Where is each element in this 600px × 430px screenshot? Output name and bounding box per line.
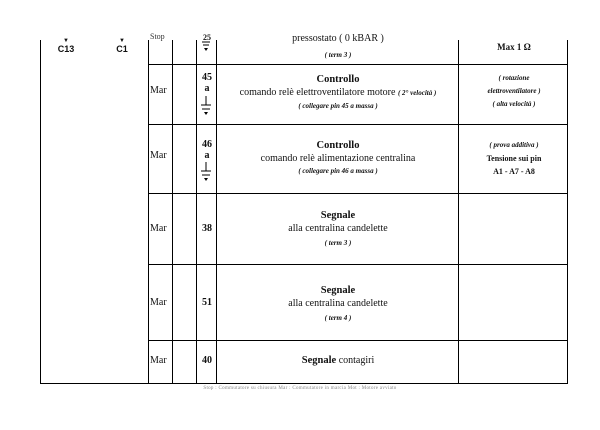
connector-label: C1 xyxy=(116,44,128,54)
value-line: ( alta velocità ) xyxy=(492,100,536,108)
pin-suffix: a xyxy=(204,150,210,161)
value-line: ( rotazione xyxy=(498,74,530,82)
mar-cell: Stop xyxy=(150,32,165,41)
connector-label: C13 xyxy=(57,44,75,54)
description: alla centralina candelette xyxy=(288,298,388,309)
ground-icon xyxy=(201,162,211,181)
pin-cell: 40 xyxy=(202,355,212,366)
table-border-col2 xyxy=(172,40,173,384)
description-suffix: ( 2° velocità ) xyxy=(397,89,437,97)
title: Controllo xyxy=(316,140,360,151)
value-cell: ( prova additiva ) Tensione sui pin A1 -… xyxy=(460,139,568,178)
description: comando relè elettroventilatore motore (… xyxy=(218,86,458,100)
value-line: A1 - A7 - A8 xyxy=(493,167,535,176)
note: ( term 3 ) xyxy=(324,239,352,247)
ground-icon xyxy=(202,41,210,51)
title: Segnale xyxy=(320,285,356,296)
row-divider xyxy=(148,340,568,341)
connector-arrow-icon: ▼ xyxy=(119,38,125,44)
table-border-right xyxy=(567,40,568,384)
row-divider xyxy=(148,64,568,65)
pin-number: 46 xyxy=(202,139,212,150)
note: ( term 3 ) xyxy=(324,51,352,59)
table-border-left xyxy=(40,40,41,384)
value-text: Max 1 Ω xyxy=(497,42,531,52)
table-border-mar xyxy=(148,40,149,384)
table-border-bottom xyxy=(40,383,568,384)
main-cell: Controllo comando relè elettroventilator… xyxy=(218,73,458,112)
description: comando relè alimentazione centralina xyxy=(260,153,416,164)
pin-number: 45 xyxy=(202,72,212,83)
title: Segnale xyxy=(301,355,337,366)
value-line: ( prova additiva ) xyxy=(489,141,539,149)
title: Segnale xyxy=(320,210,356,221)
main-cell-top: pressostato ( 0 kBAR ) ( term 3 ) xyxy=(218,32,458,61)
pin-cell: 51 xyxy=(202,297,212,308)
row-divider xyxy=(148,264,568,265)
value-cell-top: Max 1 Ω xyxy=(460,41,568,54)
ground-icon xyxy=(201,96,211,115)
description: Segnale contagiri xyxy=(218,354,458,367)
mar-cell: Mar xyxy=(150,223,167,234)
value-line: Tensione sui pin xyxy=(486,154,542,163)
pin-cell: 38 xyxy=(202,223,212,234)
mar-cell: Mar xyxy=(150,150,167,161)
footer-legend: Stop : Commutatore su chiusura Mar : Com… xyxy=(203,386,397,391)
pin-cell: 45 a xyxy=(198,72,216,94)
connector-c1: ▼ C1 xyxy=(110,38,134,54)
mar-cell: Mar xyxy=(150,355,167,366)
title: Controllo xyxy=(316,74,360,85)
mar-cell: Mar xyxy=(150,85,167,96)
description: alla centralina candelette xyxy=(288,223,388,234)
description-text: comando relè elettroventilatore motore xyxy=(239,87,396,98)
value-cell: ( rotazione elettroventilatore ) ( alta … xyxy=(460,72,568,111)
row-divider xyxy=(148,124,568,125)
mar-cell: Mar xyxy=(150,297,167,308)
pin-cell: 46 a xyxy=(198,139,216,161)
description-text: contagiri xyxy=(338,355,375,366)
pin-cell: 25 xyxy=(203,33,211,42)
table-border-main xyxy=(216,40,217,384)
main-cell: Segnale alla centralina candelette ( ter… xyxy=(218,209,458,249)
note: ( collegare pin 45 a massa ) xyxy=(298,102,378,110)
table-border-pin xyxy=(196,40,197,384)
value-line: elettroventilatore ) xyxy=(487,87,541,95)
main-cell: Controllo comando relè alimentazione cen… xyxy=(218,139,458,177)
note: ( term 4 ) xyxy=(324,314,352,322)
table-border-value xyxy=(458,40,459,384)
pin-suffix: a xyxy=(204,83,210,94)
main-cell: Segnale alla centralina candelette ( ter… xyxy=(218,284,458,324)
connector-c13: ▼ C13 xyxy=(54,38,78,54)
note: ( collegare pin 46 a massa ) xyxy=(298,167,378,175)
connector-arrow-icon: ▼ xyxy=(63,38,69,44)
main-cell: Segnale contagiri xyxy=(218,354,458,367)
row-divider xyxy=(148,193,568,194)
description: pressostato ( 0 kBAR ) xyxy=(292,33,384,44)
